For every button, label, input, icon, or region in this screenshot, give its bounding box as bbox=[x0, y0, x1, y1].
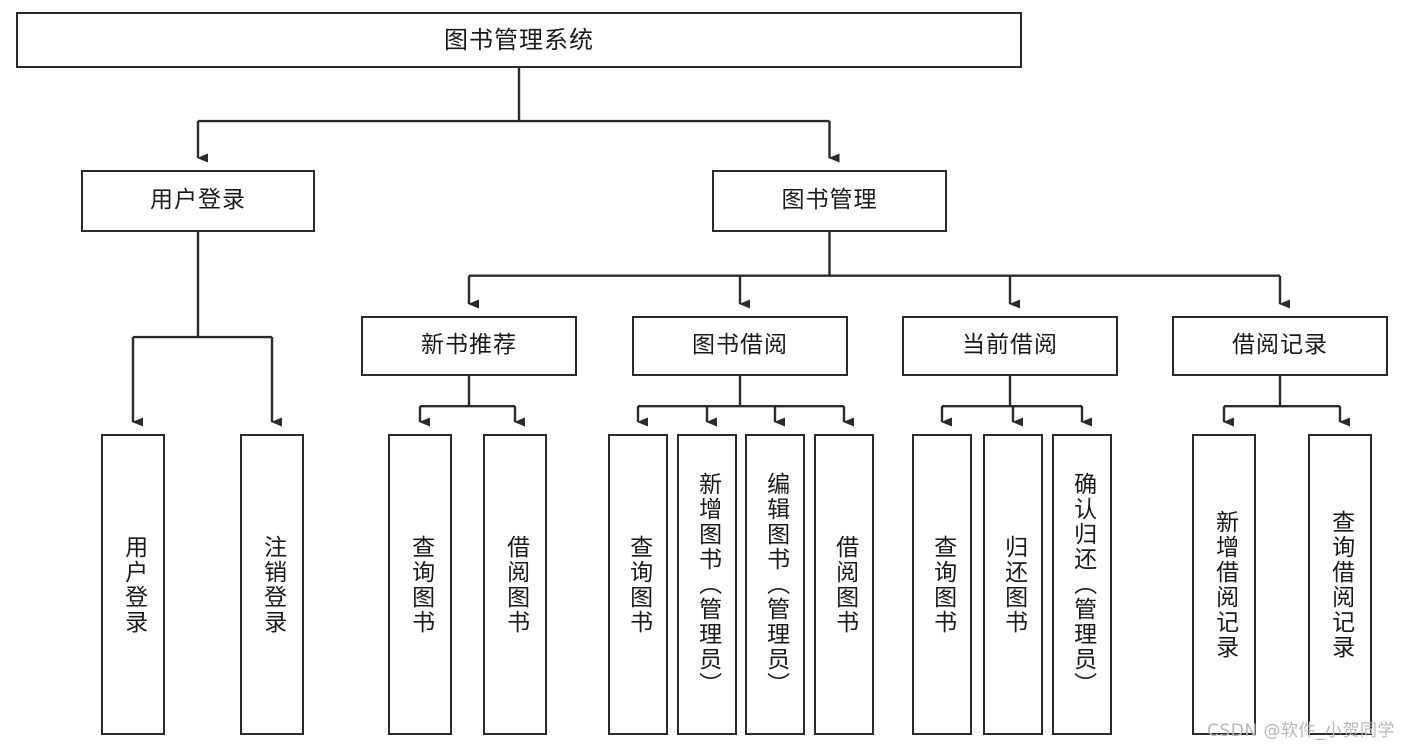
leaf-user-logout[interactable]: 注销登录 bbox=[240, 434, 304, 735]
node-new-book-recommend[interactable]: 新书推荐 bbox=[361, 316, 577, 376]
leaf-user-login[interactable]: 用户登录 bbox=[101, 434, 165, 735]
node-user-login[interactable]: 用户登录 bbox=[81, 170, 315, 232]
leaf-label: 新增借阅记录 bbox=[1211, 509, 1238, 660]
leaf-query-book-borrow[interactable]: 查询图书 bbox=[608, 434, 668, 735]
leaf-confirm-return-admin[interactable]: 确认归还（管理员） bbox=[1052, 434, 1112, 735]
leaf-borrow-book-borrow[interactable]: 借阅图书 bbox=[814, 434, 874, 735]
node-book-borrow[interactable]: 图书借阅 bbox=[632, 316, 848, 376]
leaf-label: 确认归还（管理员） bbox=[1069, 472, 1096, 697]
node-root-system[interactable]: 图书管理系统 bbox=[16, 12, 1022, 68]
leaf-borrow-book-recommend[interactable]: 借阅图书 bbox=[483, 434, 547, 735]
leaf-label: 查询图书 bbox=[929, 534, 956, 635]
leaf-query-book-recommend[interactable]: 查询图书 bbox=[388, 434, 452, 735]
leaf-label: 查询借阅记录 bbox=[1327, 509, 1354, 660]
watermark: CSDN @软件_小贺同学 bbox=[1207, 721, 1395, 741]
node-current-borrow[interactable]: 当前借阅 bbox=[902, 316, 1118, 376]
leaf-label: 新增图书（管理员） bbox=[694, 472, 721, 697]
leaf-label: 编辑图书（管理员） bbox=[762, 472, 789, 697]
leaf-label: 归还图书 bbox=[1000, 534, 1027, 635]
leaf-label: 查询图书 bbox=[407, 534, 434, 635]
leaf-return-book[interactable]: 归还图书 bbox=[983, 434, 1043, 735]
leaf-add-book-admin[interactable]: 新增图书（管理员） bbox=[677, 434, 737, 735]
node-borrow-record[interactable]: 借阅记录 bbox=[1172, 316, 1388, 376]
leaf-label: 借阅图书 bbox=[502, 534, 529, 635]
leaf-label: 借阅图书 bbox=[831, 534, 858, 635]
leaf-add-borrow-record[interactable]: 新增借阅记录 bbox=[1192, 434, 1256, 735]
leaf-label: 查询图书 bbox=[625, 534, 652, 635]
leaf-label: 用户登录 bbox=[120, 534, 147, 635]
leaf-query-borrow-record[interactable]: 查询借阅记录 bbox=[1308, 434, 1372, 735]
node-book-management[interactable]: 图书管理 bbox=[712, 170, 947, 232]
leaf-query-book-current[interactable]: 查询图书 bbox=[912, 434, 972, 735]
leaf-edit-book-admin[interactable]: 编辑图书（管理员） bbox=[745, 434, 805, 735]
leaf-label: 注销登录 bbox=[259, 534, 286, 635]
